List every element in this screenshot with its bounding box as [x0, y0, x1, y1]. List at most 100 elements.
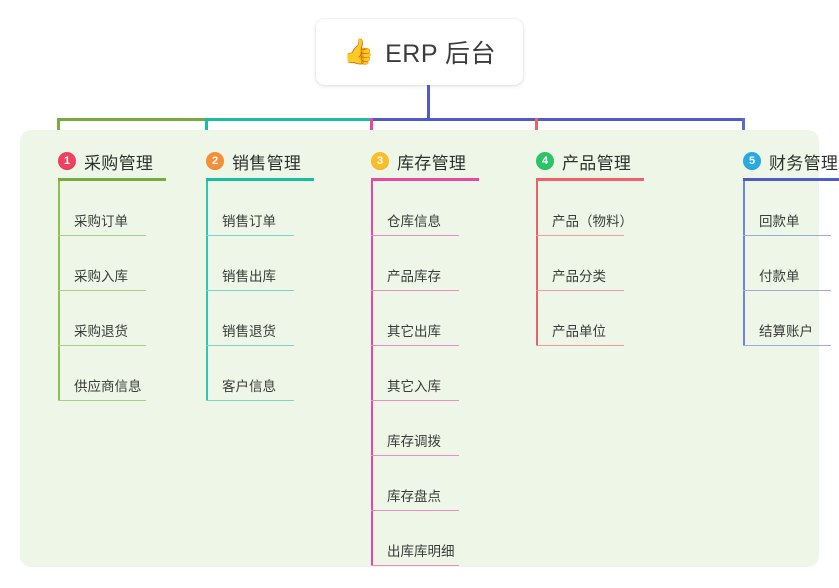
branch-spine [536, 181, 538, 346]
branch-item[interactable]: 仓库信息 [371, 181, 479, 236]
branch-item[interactable]: 客户信息 [206, 346, 314, 401]
branch-item-label: 采购入库 [74, 269, 128, 284]
branch-item-rule [743, 344, 831, 346]
branch-item-rule [536, 344, 624, 346]
branch-item-rule [371, 454, 459, 456]
branch-column-1: 1 采购管理采购订单采购入库采购退货供应商信息 [40, 130, 166, 401]
branch-item-label: 付款单 [759, 269, 800, 284]
branch-item[interactable]: 采购入库 [58, 236, 166, 291]
branch-item-label: 其它出库 [387, 324, 441, 339]
branch-column-3: 3 库存管理仓库信息产品库存其它出库其它入库库存调拨库存盘点出库库明细 [353, 130, 479, 566]
branch-spine [371, 181, 373, 566]
branch-item[interactable]: 采购订单 [58, 181, 166, 236]
branch-title: 销售管理 [232, 153, 302, 173]
branch-item-rule [206, 289, 294, 291]
branch-column-5: 5 财务管理回款单付款单结算账户 [725, 130, 839, 346]
branch-number-badge: 5 [743, 152, 761, 170]
root-title: ERP 后台 [385, 40, 497, 68]
branch-item[interactable]: 销售出库 [206, 236, 314, 291]
branch-item[interactable]: 产品（物料） [536, 181, 644, 236]
branch-item-rule [58, 289, 146, 291]
branch-item[interactable]: 回款单 [743, 181, 839, 236]
branch-item[interactable]: 出库库明细 [371, 511, 479, 566]
branch-header-rule [536, 178, 644, 181]
branch-title: 财务管理 [769, 153, 839, 173]
branch-item-label: 出库库明细 [387, 544, 455, 559]
branch-item-label: 客户信息 [222, 379, 276, 394]
branch-item-label: 销售出库 [222, 269, 276, 284]
branch-item-label: 采购退货 [74, 324, 128, 339]
branch-item[interactable]: 付款单 [743, 236, 839, 291]
branch-item[interactable]: 产品单位 [536, 291, 644, 346]
branch-number-badge: 2 [206, 152, 224, 170]
branch-title: 采购管理 [84, 153, 154, 173]
branch-item-rule [371, 399, 459, 401]
branch-item-rule [58, 344, 146, 346]
branch-item[interactable]: 其它出库 [371, 291, 479, 346]
branch-item-label: 供应商信息 [74, 379, 142, 394]
branch-item[interactable]: 其它入库 [371, 346, 479, 401]
branch-item[interactable]: 采购退货 [58, 291, 166, 346]
branch-item-rule [371, 289, 459, 291]
branch-item-rule [536, 289, 624, 291]
connector-bus-segment-2 [205, 118, 370, 121]
branch-header-rule [743, 178, 839, 181]
branch-item-rule [743, 289, 831, 291]
branch-number-badge: 3 [371, 152, 389, 170]
branch-item-label: 仓库信息 [387, 214, 441, 229]
thumbs-up-icon: 👍 [342, 37, 375, 66]
branch-number-badge: 1 [58, 152, 76, 170]
root-node[interactable]: 👍 ERP 后台 [316, 19, 523, 85]
branch-header-rule [58, 178, 166, 181]
branch-item-list: 仓库信息产品库存其它出库其它入库库存调拨库存盘点出库库明细 [353, 181, 479, 566]
branch-item-rule [206, 399, 294, 401]
branch-item-rule [371, 234, 459, 236]
branch-header-rule [206, 178, 314, 181]
branch-spine [58, 181, 60, 401]
branch-title: 库存管理 [397, 153, 467, 173]
connector-bus-segment-1 [57, 118, 205, 121]
branch-item[interactable]: 产品分类 [536, 236, 644, 291]
connector-bus-segment-3 [370, 118, 745, 121]
branch-item-rule [743, 234, 831, 236]
branch-item[interactable]: 销售退货 [206, 291, 314, 346]
branch-item-list: 销售订单销售出库销售退货客户信息 [188, 181, 314, 401]
branch-item-label: 结算账户 [759, 324, 813, 339]
branch-item[interactable]: 库存调拨 [371, 401, 479, 456]
branch-item-list: 采购订单采购入库采购退货供应商信息 [40, 181, 166, 401]
branches-panel: 1 采购管理采购订单采购入库采购退货供应商信息 2 销售管理销售订单销售出库销售退货客… [20, 130, 839, 567]
branch-item-rule [58, 234, 146, 236]
branch-item-label: 销售退货 [222, 324, 276, 339]
branch-column-2: 2 销售管理销售订单销售出库销售退货客户信息 [188, 130, 314, 401]
branch-item-label: 销售订单 [222, 214, 276, 229]
branch-item-label: 库存盘点 [387, 489, 441, 504]
branch-header[interactable]: 1 采购管理 [40, 144, 166, 178]
connector-root-stem [427, 85, 430, 118]
branch-item-label: 产品库存 [387, 269, 441, 284]
branch-item-list: 回款单付款单结算账户 [725, 181, 839, 346]
branch-item-label: 其它入库 [387, 379, 441, 394]
branch-header[interactable]: 2 销售管理 [188, 144, 314, 178]
branch-item[interactable]: 结算账户 [743, 291, 839, 346]
branch-spine [743, 181, 745, 346]
branch-item-rule [371, 344, 459, 346]
branch-item-rule [371, 564, 459, 566]
branch-item[interactable]: 供应商信息 [58, 346, 166, 401]
branch-item[interactable]: 库存盘点 [371, 456, 479, 511]
branch-item-list: 产品（物料） 产品分类产品单位 [518, 181, 644, 346]
branch-spine [206, 181, 208, 401]
branch-header[interactable]: 5 财务管理 [725, 144, 839, 178]
branch-item[interactable]: 产品库存 [371, 236, 479, 291]
branch-header[interactable]: 3 库存管理 [353, 144, 479, 178]
branch-item-label: 产品（物料） [552, 214, 633, 229]
branch-title: 产品管理 [562, 153, 632, 173]
branch-item-label: 库存调拨 [387, 434, 441, 449]
branch-item-rule [536, 234, 624, 236]
branch-header-rule [371, 178, 479, 181]
branch-item-label: 产品单位 [552, 324, 606, 339]
branch-item-label: 回款单 [759, 214, 800, 229]
branch-item[interactable]: 销售订单 [206, 181, 314, 236]
